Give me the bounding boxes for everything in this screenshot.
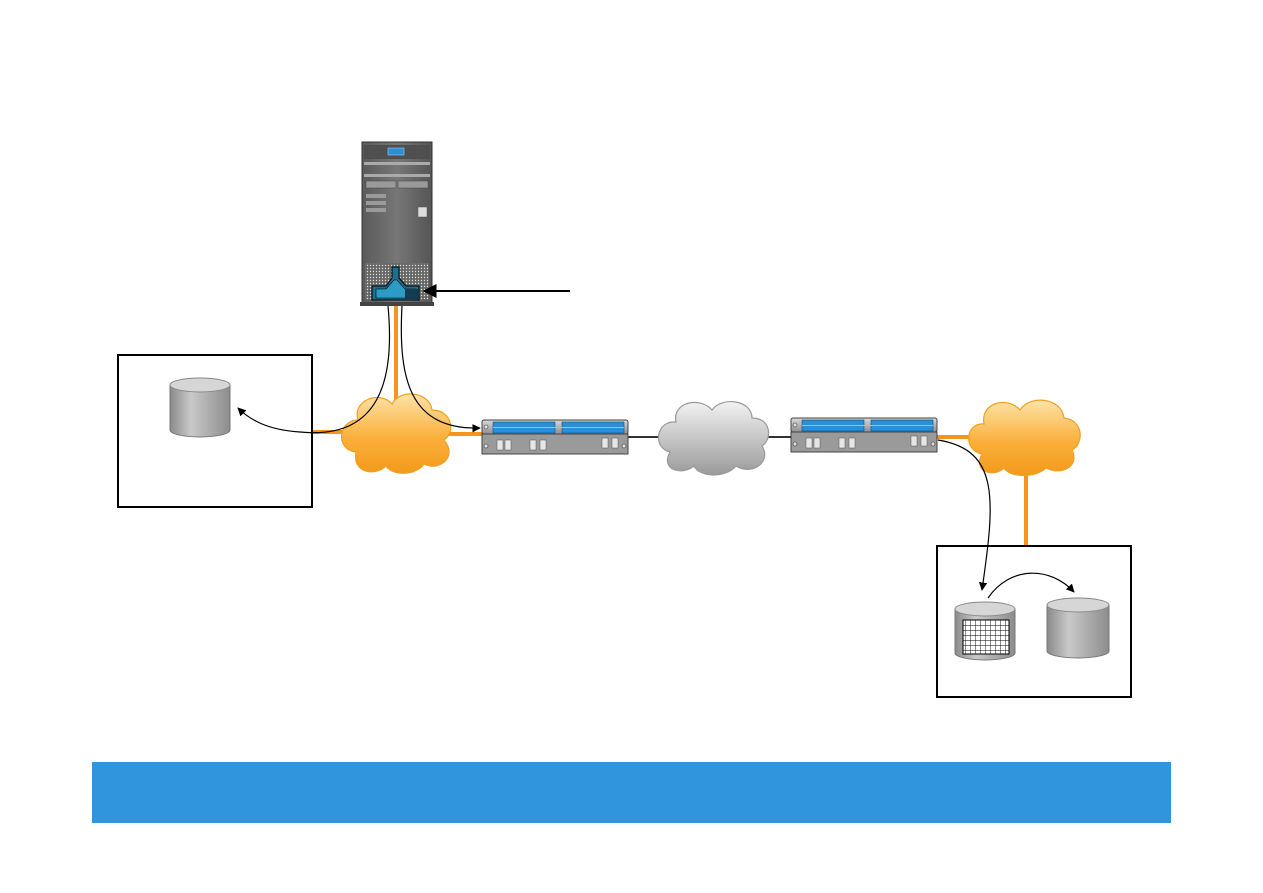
disk-volume-icon-remote	[1046, 597, 1110, 659]
path-snapshot-to-disk	[987, 572, 1075, 599]
fc-switch-icon-2	[790, 417, 938, 453]
bottom-banner	[92, 762, 1171, 823]
san-cloud-local	[341, 393, 452, 474]
wan-cloud-icon	[657, 401, 770, 476]
local-storage-box	[117, 354, 313, 508]
fc-switch-icon-1	[481, 419, 629, 455]
hba-card-icon	[371, 266, 420, 301]
bottom-banner-bg	[92, 762, 1171, 823]
data-paths	[237, 305, 1075, 599]
disk-snapshot-icon	[954, 601, 1016, 661]
path-server-to-switch	[400, 305, 481, 433]
disk-volume-icon-local	[169, 377, 231, 438]
remote-storage-box	[936, 545, 1132, 698]
san-cloud-remote	[968, 399, 1081, 477]
path-switch-to-remote-disk	[937, 439, 991, 591]
path-server-to-local-disk	[237, 305, 391, 434]
